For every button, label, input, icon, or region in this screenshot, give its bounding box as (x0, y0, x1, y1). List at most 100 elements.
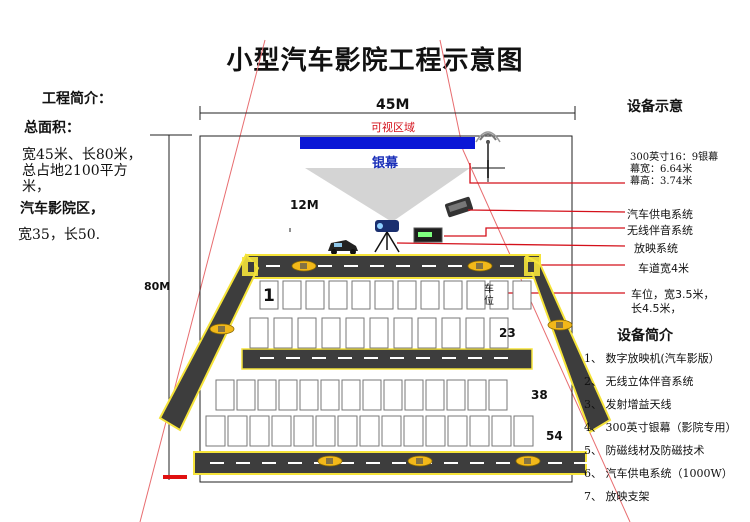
parking-spot (315, 415, 336, 447)
parking-spot (397, 280, 417, 310)
antenna-icon (472, 131, 505, 182)
parking-spot (403, 415, 424, 447)
car-icon (317, 455, 343, 467)
spot-size-line: 车位，宽3.5米， (631, 288, 715, 301)
car-icon (467, 260, 493, 272)
screen-bar (300, 137, 475, 149)
lane-cars (209, 260, 573, 467)
sightline-left (139, 39, 266, 522)
parking-spot (446, 379, 466, 411)
parking-spot (305, 280, 325, 310)
parking-spot (337, 415, 358, 447)
equipment-item: 6、 汽车供电系统（1000W） (584, 467, 733, 480)
parking-spots (205, 280, 534, 447)
parking-spot (282, 280, 302, 310)
equipment-item: 1、 数字放映机(汽车影版） (584, 352, 720, 365)
car-icon (407, 455, 433, 467)
row-number-54: 54 (546, 429, 563, 443)
parking-spot (273, 317, 293, 349)
length-label: 80M (144, 280, 171, 293)
parking-spot (404, 379, 424, 411)
area-text: 宽45米、长80米， 总占地2100平方 米， (22, 147, 152, 195)
parking-spot (467, 379, 487, 411)
parking-spot (259, 280, 279, 310)
row-number-38: 38 (531, 388, 548, 402)
parking-spot (420, 280, 440, 310)
power-unit-icon (444, 196, 474, 218)
screen-label: 银幕 (372, 156, 399, 171)
audio-transmitter-icon (413, 227, 443, 243)
car-icon (515, 455, 541, 467)
parking-spot (425, 379, 445, 411)
parking-spot (299, 379, 319, 411)
width-label: 45M (376, 97, 410, 113)
screen-spec-line: 幕高：3.74米 (630, 176, 693, 187)
parking-spot (513, 415, 534, 447)
parking-spot (383, 379, 403, 411)
screen-spec: 300英寸16：9银幕 幕宽：6.64米 幕高：3.74米 (630, 152, 718, 188)
parking-spot (466, 280, 486, 310)
parking-spot (417, 317, 437, 349)
parking-spot (345, 317, 365, 349)
parking-spot (293, 415, 314, 447)
cinema-text: 宽35，长50. (18, 227, 101, 243)
area-line: 宽45米、长80米， (22, 147, 142, 163)
equipment-item: 5、 防磁线材及防磁技术 (584, 444, 705, 457)
parking-spot (205, 415, 226, 447)
projection-beam (305, 168, 470, 222)
equipment-item: 4、 300英寸银幕（影院专用） (584, 421, 737, 434)
lane-width-label: 车道宽4米 (638, 262, 689, 275)
equipment-list: 1、 数字放映机(汽车影版） 2、 无线立体伴音系统 3、 发射增益天线 4、 … (584, 352, 750, 513)
sightline-right (462, 149, 631, 522)
parking-spot (320, 379, 340, 411)
intro-heading: 工程简介： (42, 91, 112, 107)
row-number-1: 1 (263, 286, 275, 306)
car-icon (209, 323, 235, 335)
equipment-item: 2、 无线立体伴音系统 (584, 375, 694, 388)
parking-spot (369, 317, 389, 349)
parking-spot (359, 415, 380, 447)
area-heading: 总面积： (24, 120, 80, 136)
parking-spot (465, 317, 485, 349)
parking-spot (374, 280, 394, 310)
car-icon (547, 319, 573, 331)
parking-spot (489, 317, 509, 349)
site-boundary (199, 135, 573, 483)
parking-spot (297, 317, 317, 349)
parking-spot (393, 317, 413, 349)
parking-spot (249, 317, 269, 349)
parking-spot (362, 379, 382, 411)
parking-spot (278, 379, 298, 411)
parking-spot (257, 379, 277, 411)
equipment-item: 3、 发射增益天线 (584, 398, 672, 411)
parking-spot (249, 415, 270, 447)
equipment-intro-heading: 设备简介 (617, 328, 673, 344)
parking-spot (227, 415, 248, 447)
parking-spot (321, 317, 341, 349)
visible-area-label: 可视区域 (371, 121, 415, 134)
cinema-heading: 汽车影院区， (20, 201, 104, 217)
area-line: 米， (22, 179, 50, 195)
area-line: 总占地2100平方 (22, 163, 128, 179)
projection-label: 放映系统 (634, 242, 678, 255)
parking-spot (447, 415, 468, 447)
parking-spot (469, 415, 490, 447)
screen-distance-label: 12M (290, 198, 319, 212)
parking-spot (341, 379, 361, 411)
parking-spot (443, 280, 463, 310)
audio-label: 无线伴音系统 (627, 224, 693, 237)
row-number-23: 23 (499, 326, 516, 340)
spot-label: 车 位 (484, 284, 494, 308)
parking-spot (271, 415, 292, 447)
page-title: 小型汽车影院工程示意图 (226, 46, 524, 76)
car-icon (291, 260, 317, 272)
screen-spec-line: 幕宽：6.64米 (630, 164, 693, 175)
parking-spot (381, 415, 402, 447)
spot-size-label: 车位，宽3.5米， 长4.5米， (631, 288, 715, 316)
equipment-item: 7、 放映支架 (584, 490, 650, 503)
sightline-top (439, 39, 464, 151)
projector-icon (374, 220, 400, 253)
spot-label-line: 车 (484, 284, 494, 295)
parking-spot (488, 379, 508, 411)
